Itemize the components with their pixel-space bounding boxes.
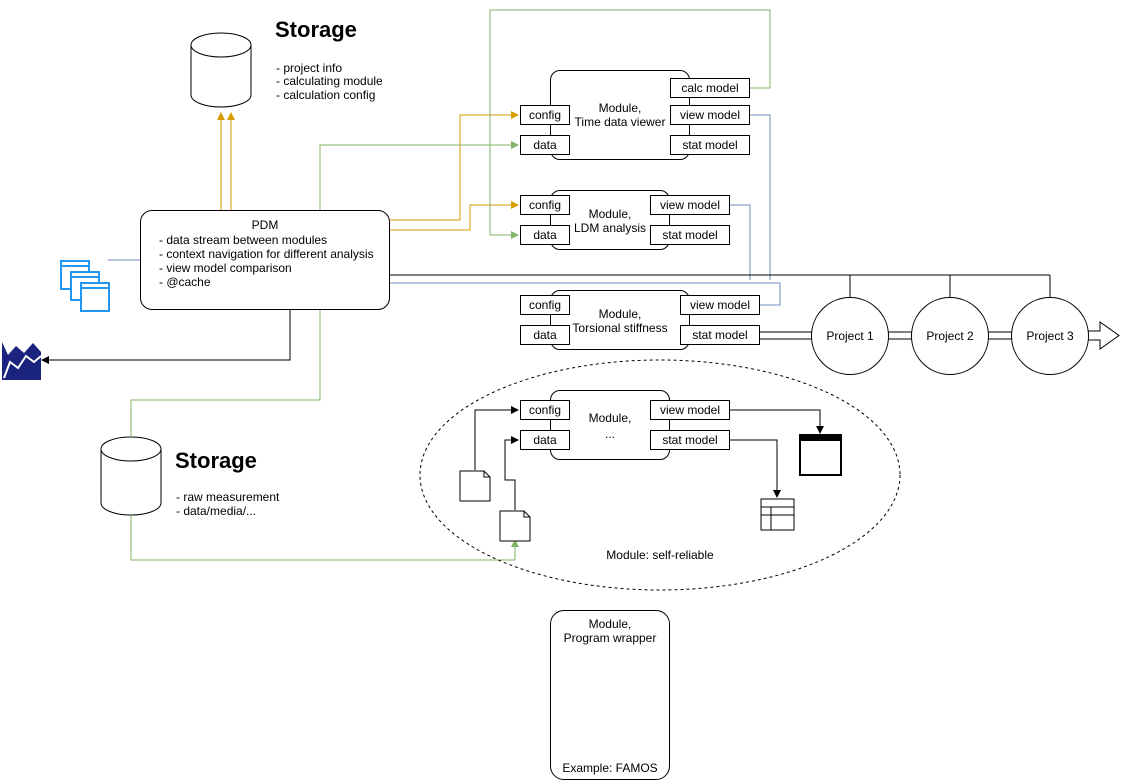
storage-bottom-item: - data/media/... [176,504,257,518]
generic-stat-model-port[interactable]: stat model [650,430,730,450]
table-icon [760,498,795,531]
pdm-item: - @cache [159,275,211,289]
generic-view-model-port[interactable]: view model [650,400,730,420]
project-2-node[interactable]: Project 2 [911,297,989,375]
module-title: Module, [588,617,632,631]
time-data-config-port[interactable]: config [520,105,570,125]
module-time-data-viewer[interactable]: Module, Time data viewer [550,70,690,160]
time-data-calc-model-port[interactable]: calc model [670,78,750,98]
torsional-config-port[interactable]: config [520,295,570,315]
module-title: LDM analysis [573,221,647,235]
ldm-data-port[interactable]: data [520,225,570,245]
storage-top-item: - calculation config [276,88,376,102]
module-title: Program wrapper [563,631,657,645]
generic-config-port[interactable]: config [520,400,570,420]
torsional-data-port[interactable]: data [520,325,570,345]
project-1-node[interactable]: Project 1 [811,297,889,375]
module-title: Torsional stiffness [572,321,668,335]
time-data-view-model-port[interactable]: view model [670,105,750,125]
module-title: Module, [588,207,632,221]
time-data-data-port[interactable]: data [520,135,570,155]
pdm-item: - data stream between modules [159,233,328,247]
storage-bottom-cylinder-icon [100,436,162,516]
wrapper-example-label: Example: FAMOS [562,761,658,775]
self-reliable-ellipse [419,359,901,591]
module-title: Module, [598,101,642,115]
self-reliable-label: Module: self-reliable [606,548,714,562]
module-title: Module, [588,411,632,425]
pdm-box[interactable]: PDM - data stream between modules - cont… [140,210,390,310]
generic-data-port[interactable]: data [520,430,570,450]
project-pipeline [760,321,1120,350]
document-icon [459,470,491,502]
storage-bottom-item: - raw measurement [176,490,280,504]
windows-stack-icon [60,260,110,312]
module-title: Time data viewer [574,115,666,129]
storage-top-item: - calculating module [276,74,383,88]
document-icon [499,510,531,542]
ldm-config-port[interactable]: config [520,195,570,215]
torsional-stat-model-port[interactable]: stat model [680,325,760,345]
ldm-view-model-port[interactable]: view model [650,195,730,215]
ldm-stat-model-port[interactable]: stat model [650,225,730,245]
storage-top-title: Storage [275,17,357,42]
storage-bottom-title: Storage [175,448,257,473]
pdm-item: - context navigation for different analy… [159,247,374,261]
browser-window-icon [799,434,842,476]
storage-top-cylinder-icon [190,32,252,108]
module-program-wrapper[interactable]: Module, Program wrapper Example: FAMOS [550,610,670,780]
module-title: ... [604,427,615,441]
storage-top-item: - project info [276,61,343,75]
pdm-title: PDM [251,218,279,232]
module-title: Module, [598,307,642,321]
area-chart-icon [2,342,42,380]
pdm-item: - view model comparison [159,261,292,275]
torsional-view-model-port[interactable]: view model [680,295,760,315]
project-3-node[interactable]: Project 3 [1011,297,1089,375]
time-data-stat-model-port[interactable]: stat model [670,135,750,155]
module-torsional-stiffness[interactable]: Module, Torsional stiffness [550,290,690,350]
